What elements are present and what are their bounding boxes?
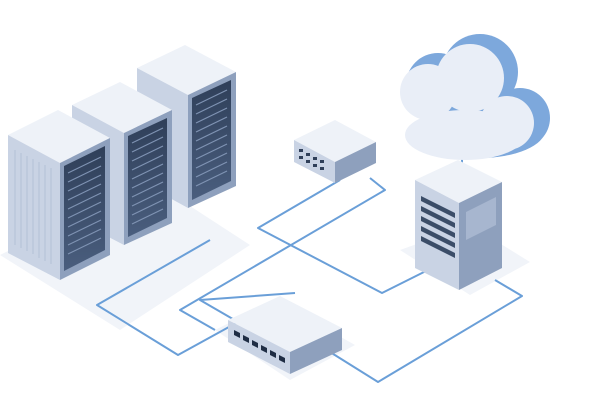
network-switch (228, 296, 342, 374)
tower-server (415, 160, 502, 290)
router (294, 120, 376, 183)
cloud (400, 34, 550, 160)
link-router-to-tower-server (258, 180, 432, 293)
server-rack-front (8, 110, 110, 280)
link-tower-server-to-switch (330, 280, 522, 382)
